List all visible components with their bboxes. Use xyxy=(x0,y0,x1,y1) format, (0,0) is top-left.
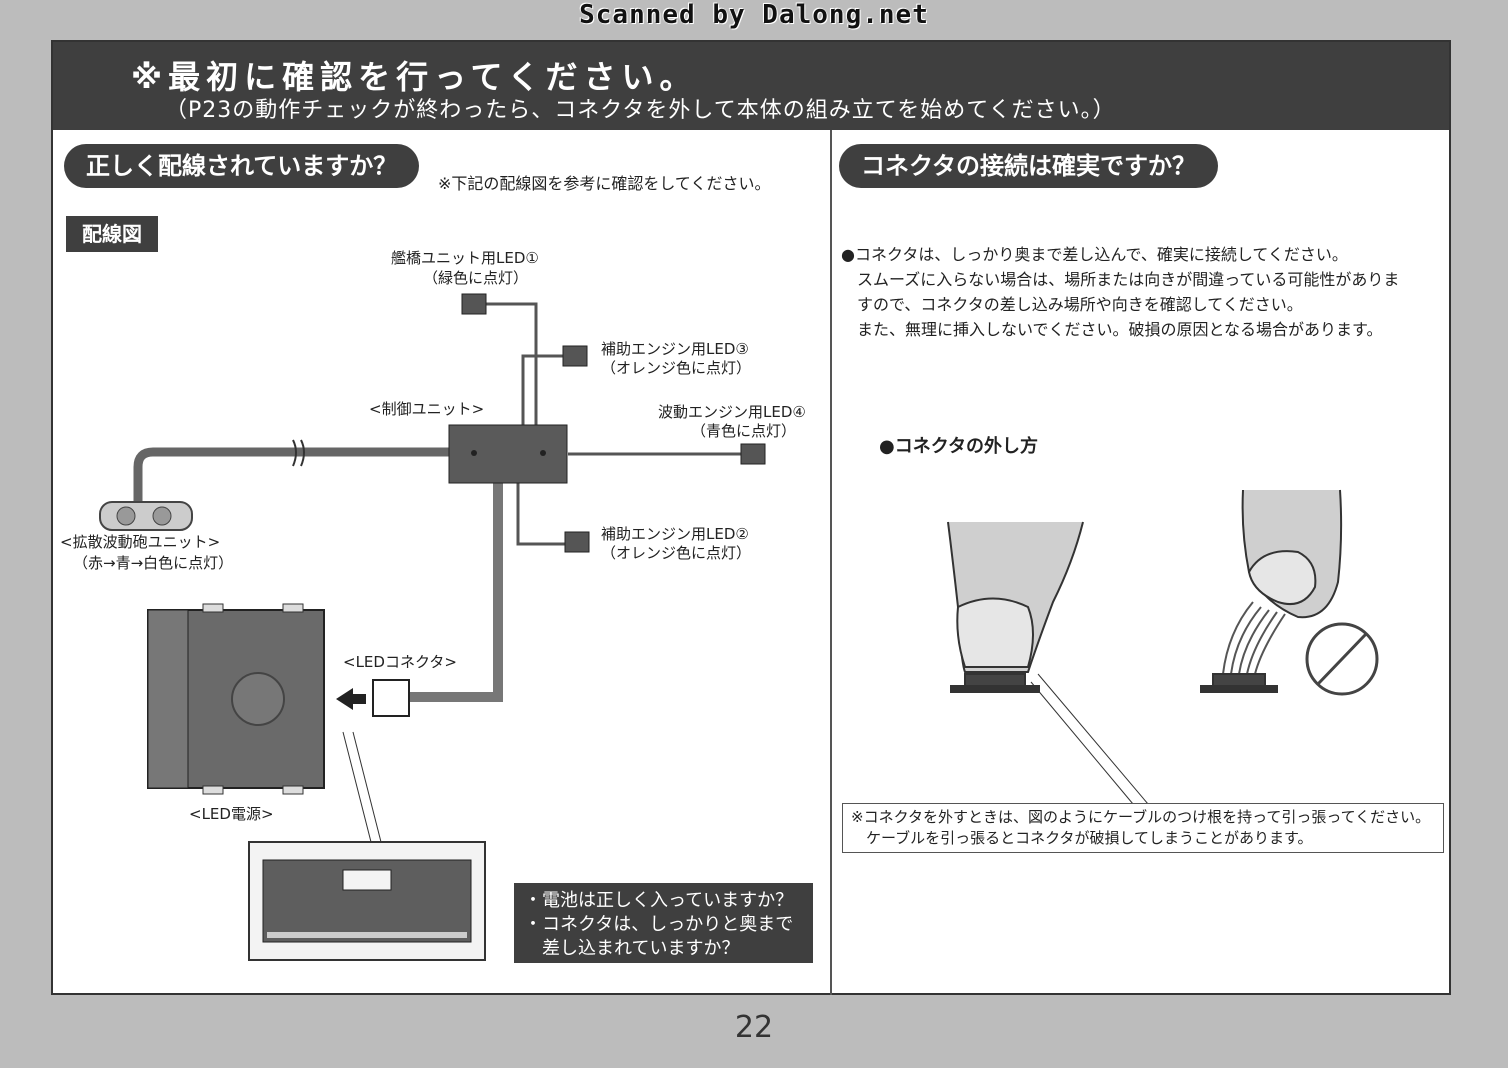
instruction-line-1: ●コネクタは、しっかり奥まで差し込んで、確実に接続してください。 xyxy=(841,245,1348,264)
instruction-line-4: また、無理に挿入しないでください。破損の原因となる場合があります。 xyxy=(841,320,1383,339)
aux-led-3-color: （オレンジ色に点灯） xyxy=(601,359,752,377)
check-line-1: ・電池は正しく入っていますか？ xyxy=(524,890,794,911)
insert-arrow xyxy=(336,688,366,710)
wave-led-4-module xyxy=(740,443,766,465)
manual-page: ※最初に確認を行ってください。 （P23の動作チェックが終わったら、コネクタを外… xyxy=(51,40,1451,995)
aux-led-2-label: 補助エンジン用LED② xyxy=(601,525,749,543)
removal-caution-box: ※コネクタを外すときは、図のようにケーブルのつけ根を持って引っ張ってください。 … xyxy=(842,803,1444,853)
wave-led-4-color: （青色に点灯） xyxy=(691,422,797,440)
bridge-led-color: （緑色に点灯） xyxy=(423,269,529,287)
bridge-led-module xyxy=(461,293,487,315)
cable-break-mark xyxy=(292,439,305,467)
bridge-led-label: 艦橋ユニット用LED① xyxy=(391,249,539,267)
instruction-line-2: スムーズに入らない場合は、場所または向きが間違っている可能性がありま xyxy=(841,270,1400,289)
aux-led-2-color: （オレンジ色に点灯） xyxy=(601,544,752,562)
aux-led-3-module xyxy=(562,345,588,367)
connector-removal-illustration xyxy=(947,489,1379,805)
power-inset xyxy=(248,841,486,961)
page-title: ※最初に確認を行ってください。 xyxy=(131,58,698,96)
connector-instructions: ●コネクタは、しっかり奥まで差し込んで、確実に接続してください。 スムーズに入ら… xyxy=(841,242,1399,342)
led-power-box xyxy=(147,603,325,795)
removal-howto-title: ●コネクタの外し方 xyxy=(879,436,1038,457)
page-header: ※最初に確認を行ってください。 （P23の動作チェックが終わったら、コネクタを外… xyxy=(53,42,1449,130)
caution-line-1: ※コネクタを外すときは、図のようにケーブルのつけ根を持って引っ張ってください。 xyxy=(851,808,1431,826)
scan-credit: Scanned by Dalong.net xyxy=(579,0,929,30)
diffusion-cannon-shape xyxy=(99,501,193,531)
aux-led-3-label: 補助エンジン用LED③ xyxy=(601,340,749,358)
diffusion-cannon-label: <拡散波動砲ユニット> xyxy=(60,533,221,551)
control-unit-box xyxy=(448,424,568,484)
check-reminder-box: ・電池は正しく入っていますか？ ・コネクタは、しっかりと奥まで 差し込まれていま… xyxy=(514,883,813,963)
diffusion-cannon-color: （赤→青→白色に点灯） xyxy=(73,554,234,572)
led-connector-shape xyxy=(372,679,410,717)
caution-line-2: ケーブルを引っ張るとコネクタが破損してしまうことがあります。 xyxy=(851,829,1313,847)
wiring-heading: 正しく配線されていますか？ xyxy=(64,144,420,188)
wiring-diagram xyxy=(99,293,766,961)
wiring-note: ※下記の配線図を参考に確認をしてください。 xyxy=(438,174,771,193)
led-connector-label: <LEDコネクタ> xyxy=(343,653,457,671)
connector-heading: コネクタの接続は確実ですか？ xyxy=(839,144,1219,188)
wave-led-4-label: 波動エンジン用LED④ xyxy=(658,403,806,421)
check-line-3: 差し込まれていますか？ xyxy=(524,938,740,959)
column-divider xyxy=(830,130,832,995)
diagram-tag: 配線図 xyxy=(66,216,158,252)
correct-grip-figure xyxy=(947,521,1084,693)
instruction-line-3: すので、コネクタの差し込み場所や向きを確認してください。 xyxy=(841,295,1303,314)
page-subtitle: （P23の動作チェックが終わったら、コネクタを外して本体の組み立てを始めてくださ… xyxy=(165,98,1116,123)
control-unit-label: <制御ユニット> xyxy=(369,400,485,418)
aux-led-2-module xyxy=(564,531,590,553)
page-number: 22 xyxy=(734,1010,774,1045)
led-power-label: <LED電源> xyxy=(189,805,274,823)
check-line-2: ・コネクタは、しっかりと奥まで xyxy=(524,914,794,935)
prohibited-icon xyxy=(1305,622,1379,696)
incorrect-grip-figure xyxy=(1200,489,1343,693)
